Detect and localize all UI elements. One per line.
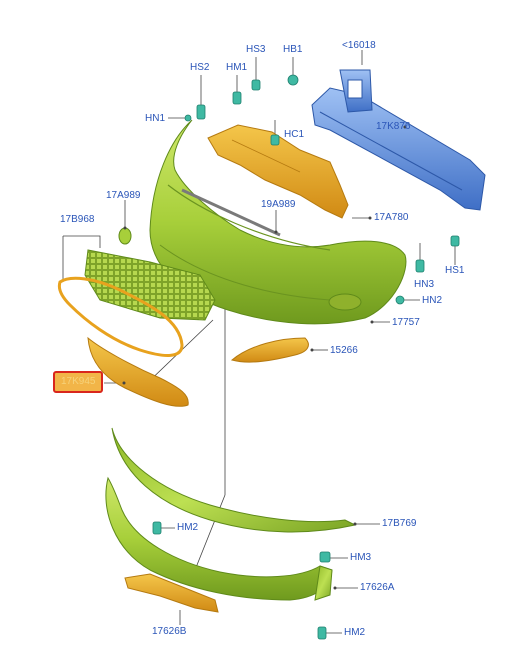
fastener-hs2 bbox=[196, 104, 206, 120]
label-dots bbox=[122, 125, 407, 590]
fastener-hs1 bbox=[450, 235, 460, 247]
label-17b769: 17B769 bbox=[382, 518, 417, 529]
label-17k876: 17K876 bbox=[376, 121, 411, 132]
label-hs2: HS2 bbox=[190, 62, 210, 73]
fastener-hn3 bbox=[415, 259, 425, 273]
label-16018: <16018 bbox=[342, 40, 376, 51]
leader-lines bbox=[62, 50, 456, 634]
label-19a989: 19A989 bbox=[261, 199, 296, 210]
fastener-hn2 bbox=[395, 295, 405, 305]
label-hs3: HS3 bbox=[246, 44, 266, 55]
front-bumper-cover-17757 bbox=[118, 119, 407, 325]
label-hn3: HN3 bbox=[414, 279, 435, 290]
label-17626a: 17626A bbox=[360, 582, 395, 593]
label-hc1: HC1 bbox=[284, 129, 305, 140]
label-hm2-lower: HM2 bbox=[344, 627, 366, 638]
label-15266: 15266 bbox=[330, 345, 358, 356]
bumper-reinforcement-17k876 bbox=[311, 69, 486, 211]
fastener-hc1 bbox=[270, 134, 280, 146]
label-17a780: 17A780 bbox=[374, 212, 409, 223]
lower-grille-17k945 bbox=[87, 336, 189, 407]
label-hn1: HN1 bbox=[145, 113, 166, 124]
fastener-hm2-lower bbox=[317, 626, 327, 640]
fastener-hs3 bbox=[251, 79, 261, 91]
label-hs1: HS1 bbox=[445, 265, 465, 276]
label-17b968: 17B968 bbox=[60, 214, 95, 225]
grille-mesh bbox=[84, 249, 216, 321]
label-17a989: 17A989 bbox=[106, 190, 141, 201]
label-17626b: 17626B bbox=[152, 626, 187, 637]
fastener-hn1 bbox=[184, 114, 192, 122]
fastener-hm1 bbox=[232, 91, 242, 105]
label-hm3: HM3 bbox=[350, 552, 372, 563]
fastener-hm2-upper bbox=[152, 521, 162, 535]
label-hm1: HM1 bbox=[226, 62, 248, 73]
lower-bracket-17626b bbox=[124, 573, 219, 613]
fastener-hb1 bbox=[287, 74, 299, 86]
fasteners bbox=[152, 74, 460, 640]
label-17k945-highlighted: 17K945 bbox=[53, 371, 104, 393]
lower-valance-17626a bbox=[105, 476, 333, 601]
fog-lamp-bezel-15266 bbox=[230, 337, 309, 363]
fastener-hm3 bbox=[319, 551, 331, 563]
label-17757: 17757 bbox=[392, 317, 420, 328]
grille-surround-17b968 bbox=[57, 276, 184, 357]
label-hn2: HN2 bbox=[422, 295, 443, 306]
lower-lip-17b769 bbox=[111, 427, 357, 533]
label-hb1: HB1 bbox=[283, 44, 303, 55]
label-hm2-upper: HM2 bbox=[177, 522, 199, 533]
